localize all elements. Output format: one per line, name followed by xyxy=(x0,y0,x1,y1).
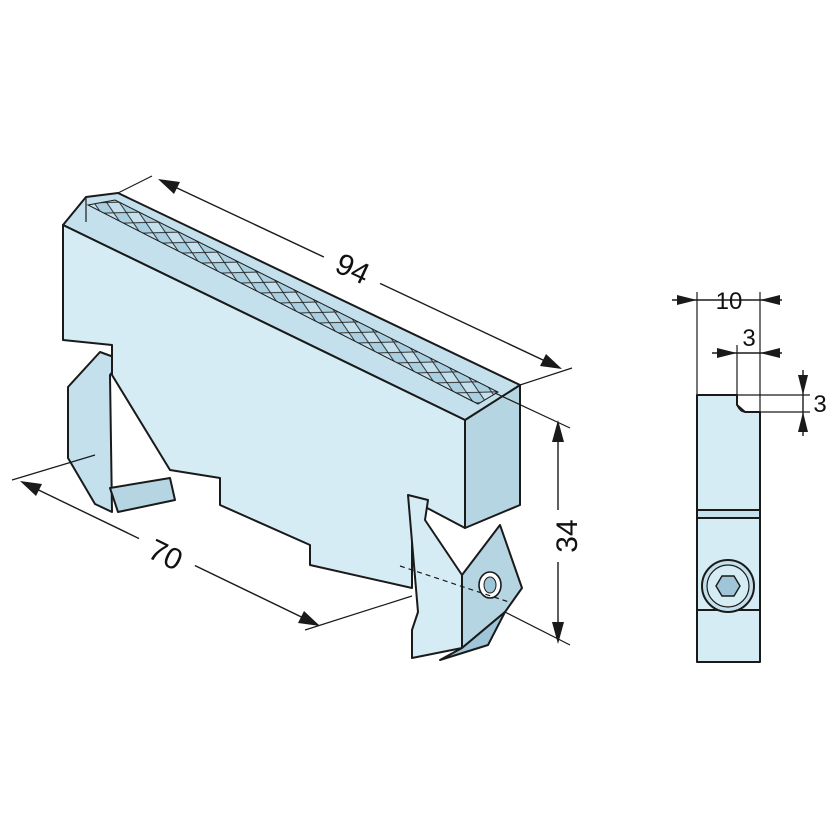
right-clamp-foot xyxy=(399,494,523,661)
dimension-width-label: 10 xyxy=(716,288,743,315)
isometric-view: 94 70 34 xyxy=(11,175,584,661)
hex-socket-icon xyxy=(715,575,741,597)
dimension-groove-depth-label: 3 xyxy=(813,391,826,418)
left-clamp-foot xyxy=(67,351,176,513)
right-foot-bevel xyxy=(439,611,506,661)
side-view: 10 3 3 xyxy=(672,288,827,663)
dimension-groove-depth: 3 xyxy=(737,370,827,436)
dimension-groove-width-label: 3 xyxy=(742,325,755,352)
side-view-base xyxy=(696,609,761,663)
dimension-groove-width: 3 xyxy=(712,325,782,395)
dimension-length: 94 xyxy=(117,175,573,386)
side-view-middle xyxy=(696,509,761,519)
dimension-height-label: 34 xyxy=(551,519,584,552)
left-foot-base xyxy=(109,477,176,513)
dimension-depth: 70 xyxy=(11,454,413,631)
dimension-height: 34 xyxy=(494,392,584,646)
dimension-width: 10 xyxy=(672,288,782,412)
serrated-teeth xyxy=(86,199,500,405)
